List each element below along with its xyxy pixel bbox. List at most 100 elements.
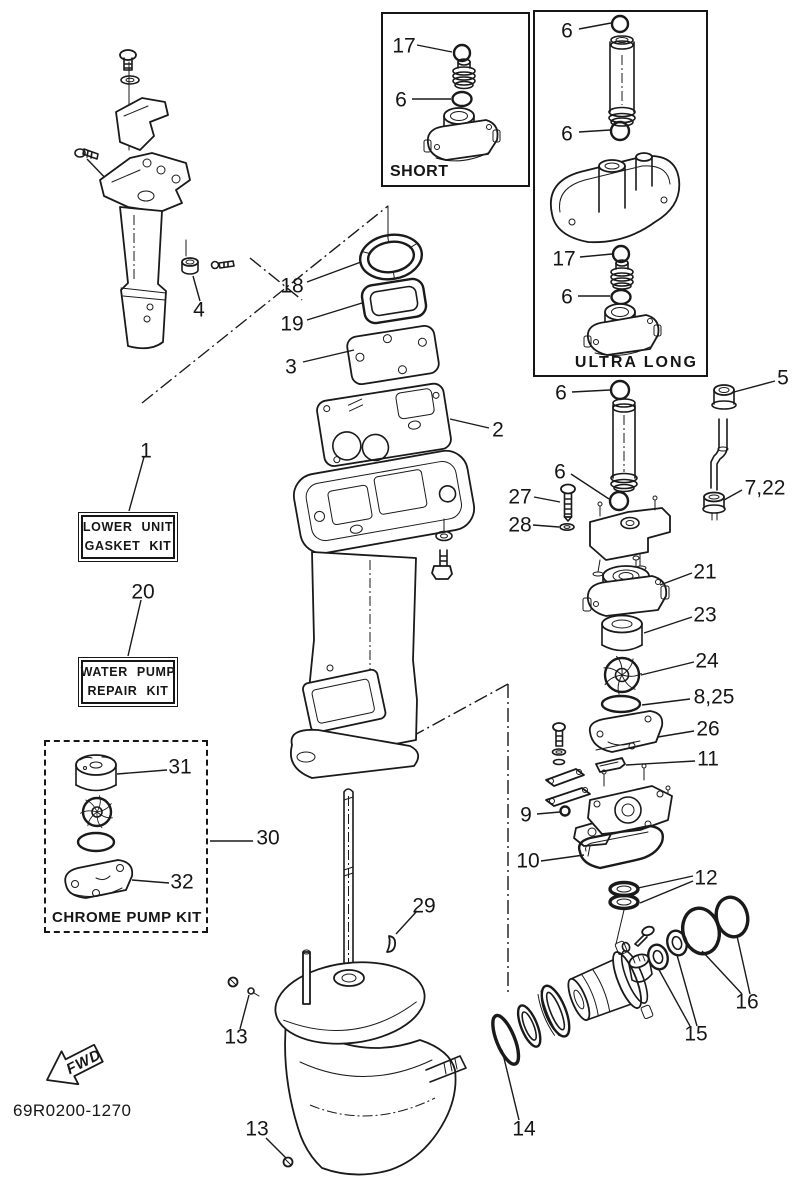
- plug-short: [452, 58, 476, 90]
- callout-23: 23: [693, 603, 717, 627]
- callout-29: 29: [412, 894, 436, 918]
- callout-24: 24: [695, 649, 719, 673]
- gasket-19: [360, 277, 428, 325]
- lower-unit-kit-line1: LOWER UNIT: [82, 520, 174, 535]
- washer-15-a: [647, 943, 669, 971]
- callout-2: 2: [492, 418, 504, 442]
- callout-14: 14: [512, 1117, 536, 1141]
- callout-10: 10: [516, 849, 540, 873]
- callout-26: 26: [696, 717, 720, 741]
- oring-6-ultra-bottom: [610, 288, 632, 306]
- gasket-2: [316, 382, 452, 467]
- callout-13-upper: 13: [224, 1025, 248, 1049]
- short-variant-box: SHORT: [381, 12, 530, 187]
- carrier-bolt: [621, 925, 655, 953]
- water-pump-kit-line2: REPAIR KIT: [87, 684, 169, 698]
- part-13-screw-lower: [282, 1156, 294, 1168]
- callout-6-short: 6: [395, 88, 407, 112]
- upper-casing-assembly: [74, 49, 191, 350]
- oring-17-ultra: [611, 244, 631, 264]
- key-11: [595, 757, 626, 773]
- extension-tube-ultra: [608, 35, 636, 127]
- ultra-long-variant-label: ULTRA LONG: [574, 354, 698, 371]
- insert-cup-23: [601, 614, 643, 652]
- callout-19: 19: [280, 312, 304, 336]
- outer-plate-26: [588, 710, 664, 753]
- callout-18: 18: [280, 274, 304, 298]
- lower-unit-kit-line2: GASKET KIT: [84, 539, 172, 553]
- oring-14: [491, 1013, 521, 1066]
- chrome-oring: [76, 831, 116, 853]
- ultra-long-variant-box: ULTRA LONG: [533, 10, 708, 377]
- gasket-10: [577, 824, 664, 870]
- oring-6-mid-upper: [609, 379, 631, 401]
- callout-leader-lines: [116, 22, 776, 1159]
- gear-case: [227, 935, 467, 1176]
- lower-unit-gasket-kit-inner: LOWER UNIT GASKET KIT: [81, 515, 175, 559]
- water-tube: [710, 418, 729, 491]
- fwd-arrow: [46, 1043, 104, 1086]
- part-13-screw-upper: [227, 976, 260, 997]
- anode-straps: [545, 768, 591, 807]
- callout-27: 27: [508, 485, 532, 509]
- callout-6-mid-lower: 6: [554, 460, 566, 484]
- bolt-27: [560, 483, 576, 522]
- callout-16: 16: [735, 990, 759, 1014]
- callout-1: 1: [140, 439, 152, 463]
- carrier-washer: [621, 941, 631, 953]
- callout-9: 9: [520, 803, 532, 827]
- driveshaft-housing: [290, 449, 476, 779]
- callout-20: 20: [131, 580, 155, 604]
- chrome-pump-kit-box: CHROME PUMP KIT: [44, 740, 208, 933]
- gasket-18: [358, 233, 424, 281]
- callout-28: 28: [508, 513, 532, 537]
- callout-6-ultra-3: 6: [561, 285, 573, 309]
- callout-6-ultra-2: 6: [561, 122, 573, 146]
- callout-15: 15: [684, 1022, 708, 1046]
- extension-tube-mid: [610, 398, 638, 493]
- pump-base-ultra: [583, 303, 662, 356]
- ultra-long-kit-parts: [550, 14, 681, 356]
- part-7-22-grommet: [702, 491, 726, 521]
- part-5-grommet: [711, 384, 737, 410]
- oring-6-ultra-top: [610, 14, 630, 34]
- chrome-pump-kit-label: CHROME PUMP KIT: [52, 909, 202, 926]
- callout-17-ultra: 17: [552, 247, 576, 271]
- water-pump-stack: [582, 555, 670, 773]
- bearing-carrier: [567, 940, 654, 1021]
- bearing-carrier-assembly: [491, 940, 654, 1066]
- callout-8-25: 8,25: [693, 685, 735, 709]
- oring-6-ultra-mid: [609, 120, 631, 142]
- pump-base-short: [423, 107, 501, 162]
- callout-21: 21: [693, 560, 717, 584]
- callout-17-short: 17: [392, 34, 416, 58]
- callout-30: 30: [256, 826, 280, 850]
- oil-seals-12: [608, 880, 640, 945]
- short-kit-parts: [423, 43, 501, 162]
- oring-6-mid-lower: [608, 490, 630, 512]
- water-pump-repair-kit-box: WATER PUMP REPAIR KIT: [78, 657, 178, 707]
- oring-17-short: [452, 43, 472, 63]
- coupler: [628, 953, 653, 983]
- washer-15-b: [666, 929, 688, 957]
- chrome-cup-31: [75, 754, 117, 792]
- impeller-24: [603, 655, 642, 695]
- water-pump-repair-kit-inner: WATER PUMP REPAIR KIT: [81, 660, 175, 704]
- washer-28: [559, 522, 575, 531]
- mid-column-parts: [559, 379, 671, 577]
- grooved-ring: [537, 984, 571, 1038]
- callout-11: 11: [697, 747, 719, 771]
- pump-housing-21: [582, 555, 670, 617]
- part-4-grommet: [181, 239, 235, 275]
- chrome-plate-32: [64, 859, 134, 899]
- chrome-pump-kit-parts: [64, 754, 134, 899]
- callout-6-ultra-1: 6: [561, 19, 573, 43]
- chrome-impeller: [80, 795, 113, 829]
- callout-32: 32: [170, 870, 194, 894]
- extension-housing-ultra: [550, 152, 681, 244]
- callout-5: 5: [777, 366, 789, 390]
- callout-31: 31: [168, 755, 192, 779]
- callout-12: 12: [694, 866, 718, 890]
